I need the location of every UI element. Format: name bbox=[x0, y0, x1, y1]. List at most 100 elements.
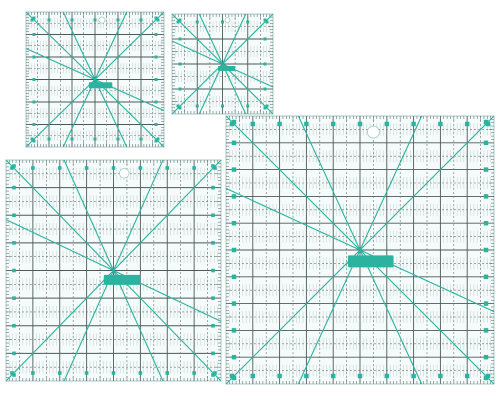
grid-marker bbox=[12, 351, 16, 356]
grid-marker bbox=[30, 137, 34, 141]
grid-marker bbox=[10, 371, 14, 375]
grid-marker bbox=[246, 20, 250, 24]
grid-marker bbox=[438, 373, 443, 379]
grid-marker bbox=[111, 166, 116, 170]
grid-marker bbox=[211, 185, 215, 190]
hanging-hole bbox=[98, 16, 106, 24]
grid-marker bbox=[384, 121, 390, 127]
square-markers bbox=[30, 16, 160, 143]
grid-marker bbox=[231, 328, 237, 333]
grid-marker bbox=[221, 104, 224, 108]
grid-marker bbox=[32, 100, 36, 104]
brand-label-plate bbox=[103, 274, 141, 285]
grid-marker bbox=[263, 18, 267, 22]
grid-marker bbox=[84, 371, 89, 375]
grid-marker bbox=[483, 194, 489, 199]
grid-marker bbox=[357, 121, 363, 127]
grid-marker bbox=[32, 139, 36, 143]
grid-marker bbox=[32, 33, 36, 36]
grid-marker bbox=[84, 166, 89, 170]
grid-marker bbox=[330, 373, 336, 379]
ruler-medium-bottom-left bbox=[5, 159, 222, 382]
grid-marker bbox=[12, 164, 16, 168]
grid-marker bbox=[192, 371, 196, 375]
grid-marker bbox=[31, 166, 35, 170]
half-lines bbox=[172, 14, 273, 114]
grid-marker bbox=[156, 18, 160, 22]
grid-marker bbox=[116, 137, 120, 141]
grid-marker bbox=[12, 373, 16, 377]
grid-marker bbox=[483, 354, 489, 360]
grid-marker bbox=[31, 371, 35, 375]
grid-marker bbox=[30, 18, 34, 22]
grid-marker bbox=[32, 123, 36, 126]
grid-marker bbox=[12, 241, 16, 245]
angle-lines bbox=[225, 115, 495, 385]
grid-marker bbox=[139, 137, 143, 141]
edge-ticks bbox=[226, 116, 494, 384]
grid-marker bbox=[211, 268, 215, 273]
grid-marker bbox=[211, 164, 215, 168]
grid-marker bbox=[211, 373, 215, 377]
half-lines bbox=[226, 116, 494, 384]
grid-marker bbox=[211, 296, 215, 300]
grid-marker bbox=[176, 20, 180, 24]
grid-marker bbox=[165, 371, 170, 375]
grid-marker bbox=[93, 18, 97, 22]
grid-marker bbox=[304, 373, 309, 379]
grid-marker bbox=[70, 137, 74, 141]
grid-marker bbox=[12, 213, 16, 218]
grid-marker bbox=[231, 301, 237, 306]
hanging-hole bbox=[224, 17, 231, 23]
grid-marker bbox=[483, 220, 489, 226]
grid-marker bbox=[47, 18, 51, 22]
grid-marker bbox=[154, 55, 158, 59]
half-lines bbox=[26, 12, 164, 147]
diagonal-30 bbox=[225, 187, 495, 313]
brand-label-plate bbox=[347, 255, 394, 268]
grid-marker bbox=[12, 323, 16, 328]
grid-marker bbox=[231, 140, 237, 146]
grid-marker bbox=[483, 301, 489, 306]
grid-marker bbox=[12, 268, 16, 273]
grid-marker bbox=[231, 274, 237, 280]
grid-marker bbox=[176, 104, 180, 108]
grid-marker bbox=[138, 166, 143, 170]
grid-marker bbox=[195, 104, 199, 108]
grid-marker bbox=[195, 20, 199, 24]
grid-marker bbox=[154, 33, 158, 36]
grid-marker bbox=[211, 323, 215, 328]
grid-marker bbox=[483, 247, 489, 253]
grid-marker bbox=[32, 16, 36, 20]
grid-marker bbox=[47, 137, 51, 141]
grid-marker bbox=[178, 106, 182, 110]
grid-marker bbox=[211, 213, 215, 218]
grid-marker bbox=[483, 274, 489, 280]
brand-label-plate bbox=[88, 82, 113, 89]
grid-marker bbox=[178, 18, 182, 22]
grid-marker bbox=[231, 119, 237, 125]
grid-marker bbox=[485, 121, 491, 127]
grid-marker bbox=[192, 166, 196, 170]
grid-marker bbox=[93, 137, 97, 141]
grid-marker bbox=[357, 373, 363, 379]
grid-marker bbox=[384, 373, 390, 379]
square-markers bbox=[176, 18, 269, 110]
angle-lines bbox=[171, 13, 274, 115]
grid-marker bbox=[116, 18, 120, 22]
grid-lines bbox=[172, 14, 273, 114]
square-markers bbox=[229, 119, 491, 381]
grid-marker bbox=[154, 16, 158, 20]
grid-marker bbox=[483, 375, 489, 381]
grid-marker bbox=[221, 20, 224, 24]
edge-ticks bbox=[6, 160, 221, 381]
grid-marker bbox=[111, 371, 116, 375]
grid-marker bbox=[250, 373, 256, 379]
grid-marker bbox=[304, 121, 309, 127]
ruler-tiny-top-center bbox=[171, 13, 274, 115]
grid-marker bbox=[411, 373, 416, 379]
grid-marker bbox=[231, 194, 237, 199]
grid-marker bbox=[250, 121, 256, 127]
grid-marker bbox=[277, 121, 282, 127]
